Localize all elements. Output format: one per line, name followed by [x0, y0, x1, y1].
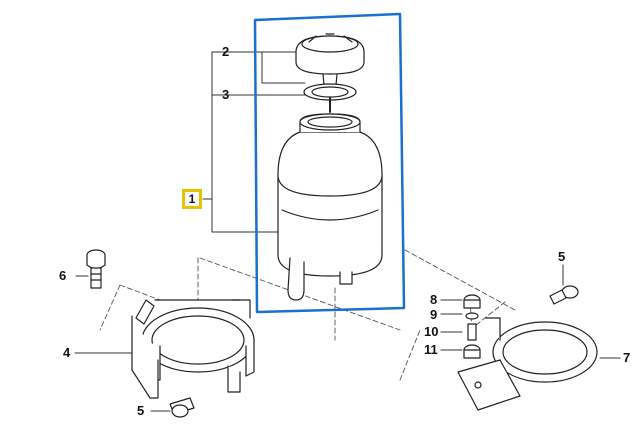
callout-10[interactable]: 10: [424, 324, 439, 339]
leader-lines: [74, 51, 621, 412]
reservoir-body: [277, 113, 383, 301]
reservoir-cap: [295, 33, 365, 97]
mounting-bracket: [131, 299, 255, 399]
callout-5-upper[interactable]: 5: [558, 249, 566, 264]
gasket-ring: [303, 83, 357, 113]
bolt-5-lower: [169, 397, 195, 418]
callout-9[interactable]: 9: [430, 307, 438, 322]
small-parts: [463, 294, 481, 359]
clamp-7: [457, 317, 598, 411]
callout-1: 1: [188, 192, 196, 206]
callout-3[interactable]: 3: [222, 87, 230, 102]
callout-8[interactable]: 8: [430, 292, 438, 307]
callout-4[interactable]: 4: [63, 345, 71, 360]
highlight-box: [253, 12, 406, 314]
callout-5-lower[interactable]: 5: [137, 403, 145, 418]
callout-1-highlighted[interactable]: 1: [182, 189, 202, 209]
bolt-6: [86, 249, 106, 289]
bolt-5-upper: [549, 285, 579, 305]
callout-2[interactable]: 2: [222, 44, 230, 59]
callout-7[interactable]: 7: [623, 350, 631, 365]
callout-6[interactable]: 6: [59, 268, 67, 283]
callout-11[interactable]: 11: [424, 342, 438, 357]
